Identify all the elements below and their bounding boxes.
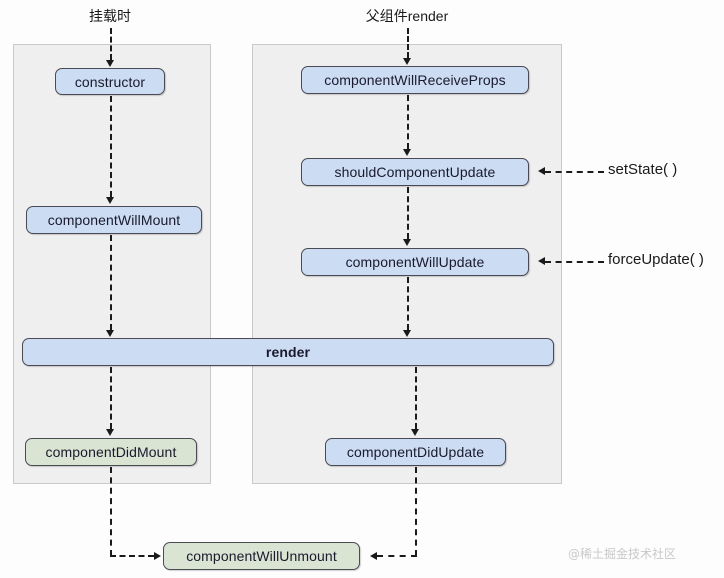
connector-render-to-didmount (110, 367, 112, 429)
connector-willmount-to-render (110, 235, 112, 330)
node-component-will-receive-props[interactable]: componentWillReceiveProps (301, 66, 529, 94)
connector-didupdate-to-unmount-vertical (415, 467, 417, 556)
connector-render-to-didupdate (415, 367, 417, 429)
arrowhead-setstate (538, 167, 545, 175)
connector-willupdate-to-render (407, 277, 409, 330)
arrowhead-render-to-didupdate (410, 429, 419, 436)
node-component-did-update[interactable]: componentDidUpdate (325, 438, 506, 466)
connector-didupdate-to-unmount-horizontal (377, 555, 417, 557)
arrowhead-willupdate-to-render (402, 330, 411, 337)
node-component-will-update[interactable]: componentWillUpdate (301, 248, 529, 276)
label-forceupdate-trigger: forceUpdate( ) (608, 251, 704, 268)
arrowhead-entry-mount (105, 60, 114, 67)
node-component-will-mount[interactable]: componentWillMount (26, 206, 202, 234)
node-should-component-update[interactable]: shouldComponentUpdate (301, 158, 529, 186)
label-setstate-trigger: setState( ) (608, 161, 678, 178)
node-component-did-mount[interactable]: componentDidMount (25, 438, 197, 466)
node-component-will-unmount[interactable]: componentWillUnmount (163, 542, 360, 570)
arrowhead-willmount-to-render (105, 330, 114, 337)
watermark: @稀土掘金技术社区 (568, 547, 677, 561)
arrowhead-render-to-didmount (105, 429, 114, 436)
connector-constructor-to-willmount (110, 96, 112, 197)
mount-phase-caption: 挂载时 (89, 8, 131, 24)
arrowhead-willreceiveprops-to-shouldupdate (402, 149, 411, 156)
arrowhead-entry-update (402, 58, 411, 65)
node-render[interactable]: render (22, 338, 554, 366)
connector-setstate (545, 171, 604, 173)
arrowhead-shouldupdate-to-willupdate (402, 239, 411, 246)
arrowhead-constructor-to-willmount (105, 197, 114, 204)
connector-didmount-to-unmount-horizontal (110, 555, 154, 557)
connector-shouldupdate-to-willupdate (407, 187, 409, 239)
arrowhead-forceupdate (538, 257, 545, 265)
connector-entry-update (407, 28, 409, 58)
connector-willreceiveprops-to-shouldupdate (407, 95, 409, 149)
arrowhead-didupdate-to-unmount (370, 551, 377, 560)
connector-forceupdate (545, 261, 604, 263)
node-constructor[interactable]: constructor (55, 68, 165, 95)
mount-phase-panel (13, 44, 211, 484)
update-phase-caption: 父组件render (365, 8, 449, 24)
connector-entry-mount (110, 28, 112, 60)
connector-didmount-to-unmount-vertical (110, 467, 112, 556)
arrowhead-didmount-to-unmount (154, 551, 161, 560)
